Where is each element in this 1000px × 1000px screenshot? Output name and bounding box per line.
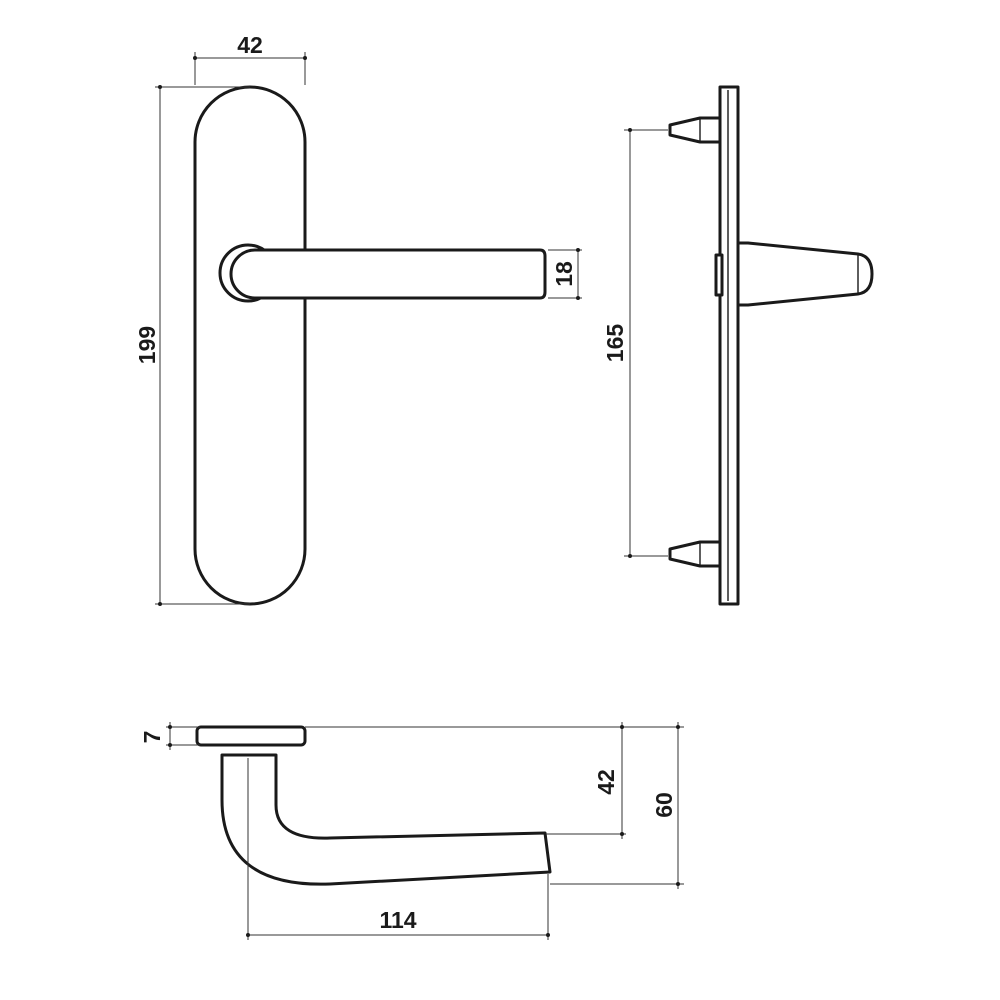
dimension-plate-height: 199 xyxy=(134,85,250,606)
side-view: 165 xyxy=(602,85,874,606)
dimension-lever-drop: 42 xyxy=(546,722,626,839)
dimension-lever-thickness: 18 xyxy=(548,248,582,300)
lever-arm-front xyxy=(229,248,547,300)
dimension-rose-thickness: 7 xyxy=(139,722,200,750)
fixing-post-top xyxy=(668,116,722,144)
dimension-overall-projection: 60 xyxy=(305,722,684,889)
rose-thickness-label: 7 xyxy=(139,731,165,744)
plate-side xyxy=(718,85,740,606)
lever-drop-label: 42 xyxy=(593,769,619,795)
backplate xyxy=(193,85,307,606)
overall-projection-label: 60 xyxy=(651,792,677,818)
dimension-lever-length: 114 xyxy=(246,758,550,940)
plate-width-label: 42 xyxy=(237,32,263,58)
fixing-centres-label: 165 xyxy=(602,324,628,363)
lever-side xyxy=(736,241,874,307)
lever-plan xyxy=(220,753,552,886)
lever-thickness-label: 18 xyxy=(551,261,577,287)
fixing-post-bottom xyxy=(668,540,722,568)
lever-length-label: 114 xyxy=(379,907,416,933)
plan-view: 7 60 42 114 xyxy=(139,722,684,940)
dimension-fixing-centres: 165 xyxy=(602,128,668,558)
front-view: 42 199 18 xyxy=(134,32,582,606)
rose-plan xyxy=(195,725,307,747)
plate-height-label: 199 xyxy=(134,326,160,364)
dimension-plate-width: 42 xyxy=(193,32,307,85)
spindle-stub xyxy=(714,253,724,297)
